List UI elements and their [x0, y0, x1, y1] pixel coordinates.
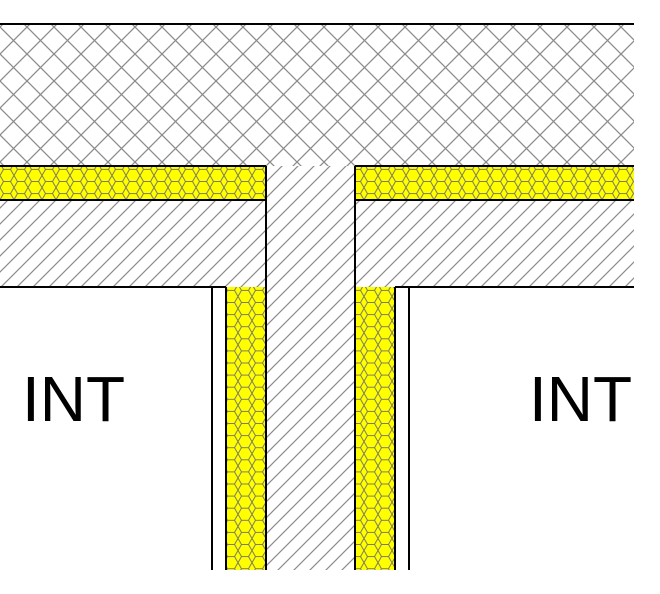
external-finish-layer	[0, 23, 634, 166]
right-room-label: INT	[529, 363, 632, 435]
left-room-label: INT	[22, 363, 125, 435]
wall-insulation-left	[226, 287, 266, 570]
outline-lines	[0, 165, 634, 570]
wall-insulation-right	[355, 287, 395, 570]
structural-slab	[0, 166, 634, 570]
roof-insulation-left	[0, 166, 266, 200]
roof-insulation-right	[355, 166, 634, 200]
